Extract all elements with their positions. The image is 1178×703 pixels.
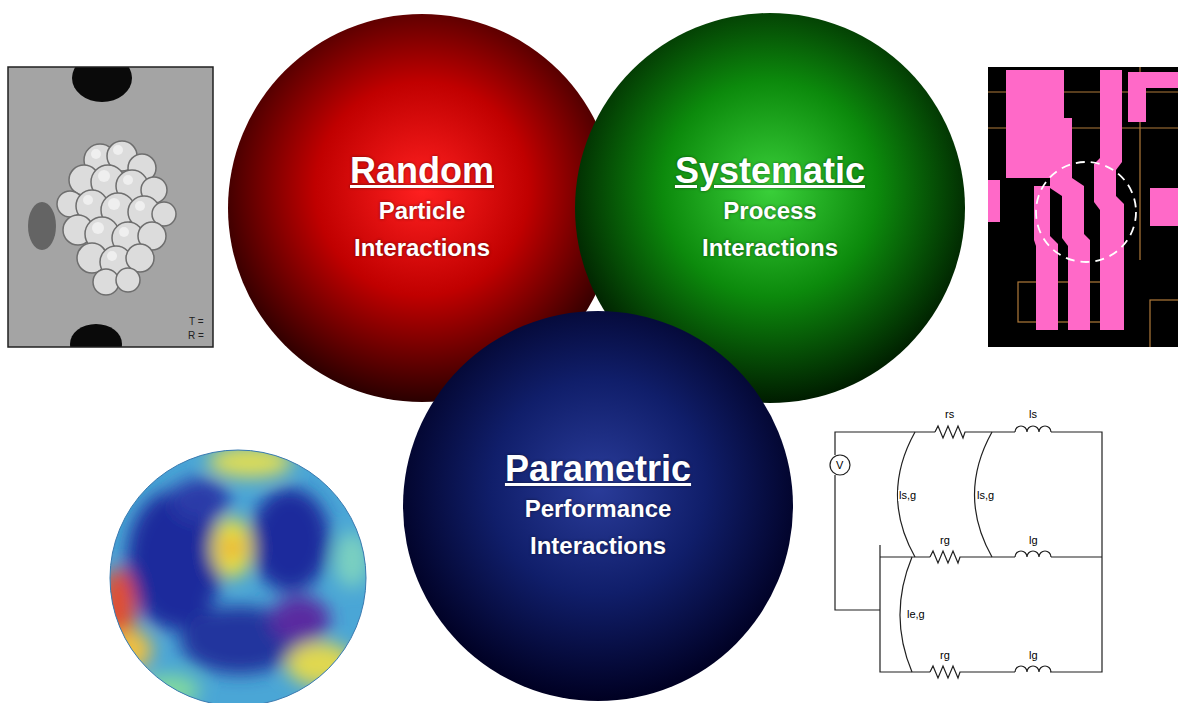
component-label: rg [939,650,951,661]
circle-subtitle: Process Interactions [685,192,855,266]
layout-pattern-image [988,67,1178,347]
component-label: le,g [906,609,926,620]
component-label: ls,g [898,490,917,501]
component-label: lg [1028,650,1039,661]
circle-subtitle: Performance Interactions [513,490,683,564]
circle-subtitle: Particle Interactions [337,192,507,266]
circuit-schematic [830,426,1102,678]
component-label: lg [1028,535,1039,546]
image-annotation: T = [188,317,205,327]
component-label: rg [939,535,951,546]
source-label: V [835,460,844,471]
sem-particle-image [8,67,213,347]
image-annotation: R = [187,331,205,341]
circle-heading: Parametric [505,448,691,489]
sem-frame [8,67,213,347]
circle-heading: Systematic [675,150,865,191]
component-label: rs [944,409,955,420]
parametric-circle: ParametricPerformance Interactions [402,310,794,702]
component-label: ls [1028,409,1038,420]
component-label: ls,g [976,490,995,501]
circle-heading: Random [350,150,494,191]
wafer-map [100,440,380,703]
